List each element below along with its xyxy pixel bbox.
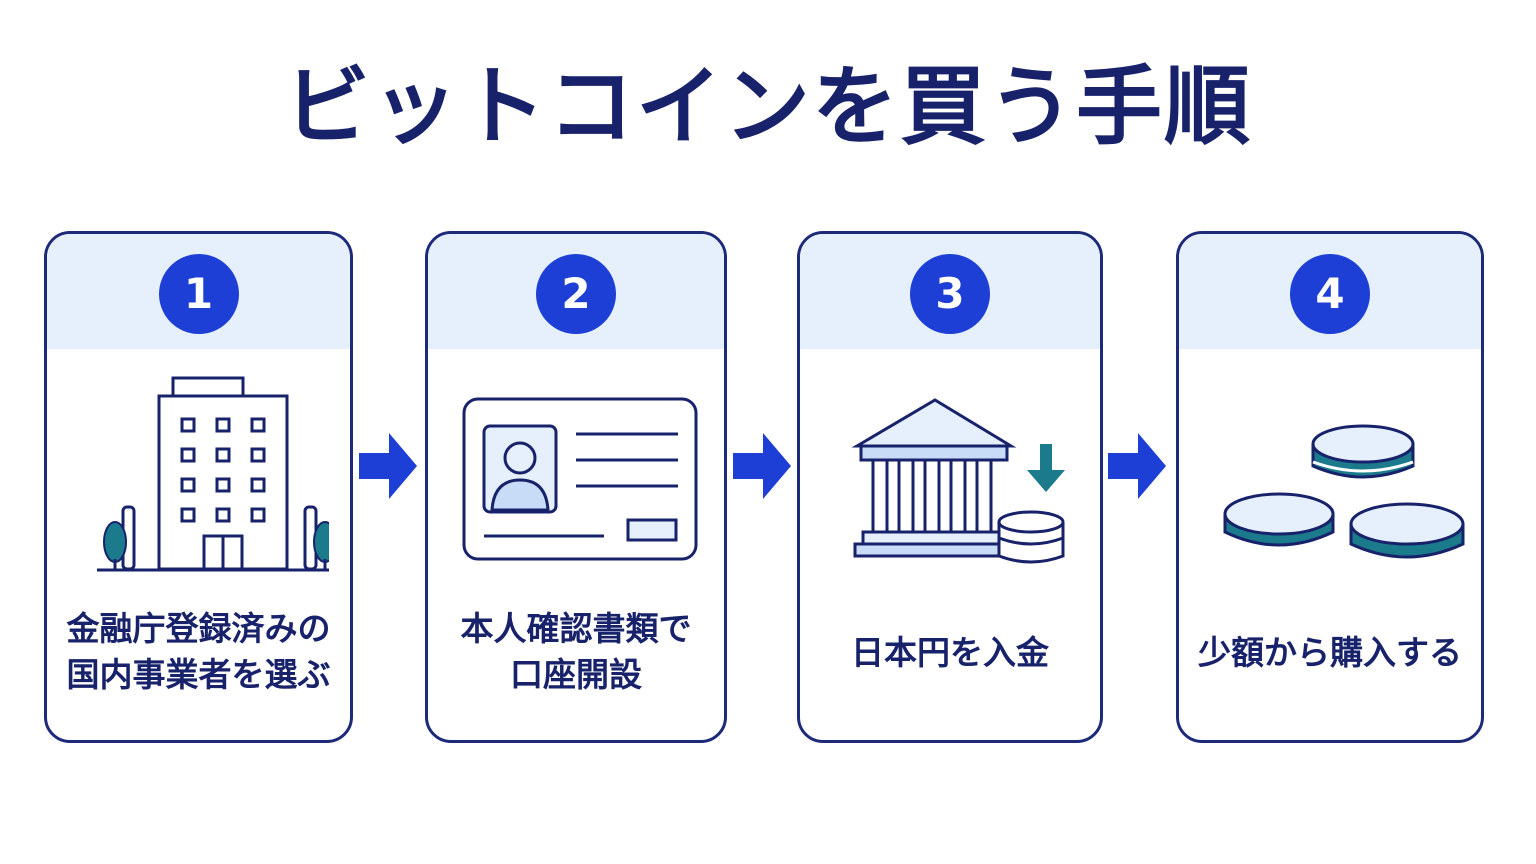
arrow-right-icon [359,433,417,499]
bank-deposit-icon [800,364,1100,579]
step-label: 本人確認書類で 口座開設 [428,606,724,698]
step-number-badge: 3 [910,254,990,334]
step-label: 日本円を入金 [851,633,1049,672]
step-card-1: 1 [44,231,353,743]
page-title: ビットコインを買う手順 [284,57,1252,157]
coins-icon [1179,364,1481,579]
arrow-right-icon [733,433,791,499]
step-label-line: 国内事業者を選ぶ [66,655,331,694]
arrow-right-icon [1108,433,1166,499]
step-label: 少額から購入する [1198,633,1462,672]
step-number-badge: 2 [536,254,616,334]
step-number-badge: 4 [1290,254,1370,334]
step-card-4: 4 少額から購入する [1176,231,1484,743]
step-label-line: 口座開設 [510,655,642,694]
step-number-badge: 1 [158,254,239,334]
step-label-line: 本人確認書類で [460,609,692,648]
step-card-2: 2 本人確認書類で 口座開設 [425,231,727,743]
step-label: 金融庁登録済みの 国内事業者を選ぶ [47,606,350,698]
step-label-line: 金融庁登録済みの [66,609,331,648]
step-card-3: 3 日本円を入金 [797,231,1103,743]
id-card-icon [428,364,724,579]
office-building-icon [47,364,350,579]
